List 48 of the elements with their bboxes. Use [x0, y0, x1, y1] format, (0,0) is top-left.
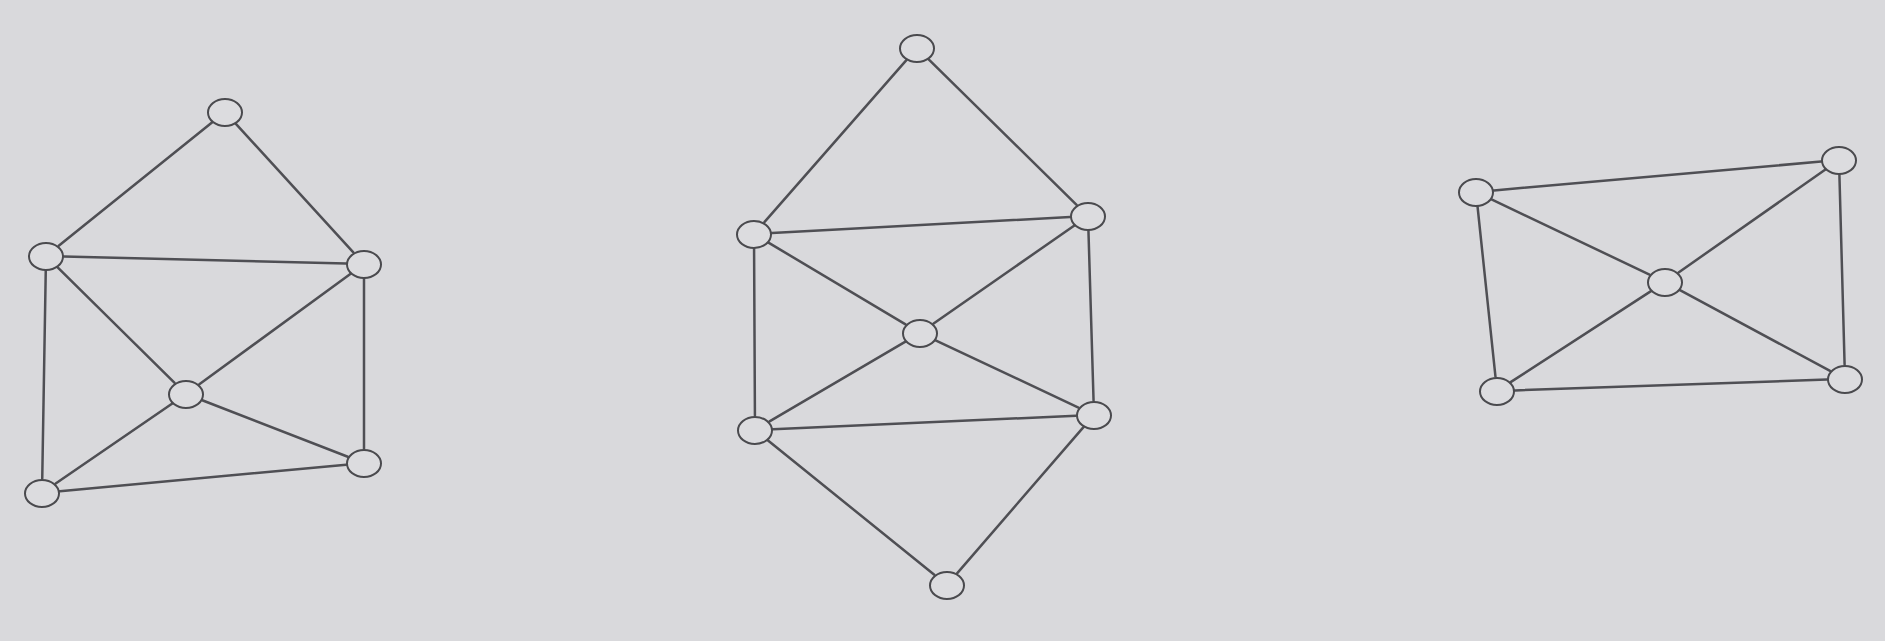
- graph-edge: [767, 241, 907, 326]
- graph-vertex: [168, 379, 204, 409]
- graph-vertex: [1479, 376, 1515, 406]
- graph-edge: [1677, 168, 1827, 274]
- graph-edge: [1087, 229, 1095, 402]
- graph-edge: [763, 58, 908, 224]
- graph-vertex: [1821, 145, 1857, 175]
- graph-edge: [362, 277, 366, 450]
- graph-edge: [200, 399, 350, 458]
- graph-vertex: [1458, 177, 1494, 207]
- graph-vertex: [346, 448, 382, 478]
- graph-edge: [57, 121, 214, 247]
- graph-edge: [58, 463, 348, 493]
- graph-vertex: [902, 318, 938, 348]
- graph-vertex: [24, 478, 60, 508]
- graph-edge: [1678, 288, 1832, 373]
- graph-edge: [768, 340, 907, 423]
- graph-vertex: [737, 415, 773, 445]
- graph-edge: [56, 266, 176, 384]
- graph-edge: [1476, 205, 1497, 378]
- graph-edge: [932, 224, 1076, 325]
- graph-vertex: [1827, 364, 1863, 394]
- graph-vertex: [28, 241, 64, 271]
- graph-edge: [1513, 378, 1829, 392]
- graph-edge: [1490, 198, 1651, 276]
- graph-edge: [956, 425, 1085, 575]
- graph-edge: [927, 57, 1078, 207]
- graph-edge: [54, 402, 174, 485]
- graph-vertex: [929, 570, 965, 600]
- graph-edge: [934, 339, 1080, 409]
- graph-edge: [198, 272, 352, 386]
- graph-vertex: [736, 219, 772, 249]
- graph-edge: [770, 215, 1072, 235]
- graph-vertex: [1647, 267, 1683, 297]
- graph-edge: [752, 247, 757, 417]
- graph-vertex: [346, 249, 382, 279]
- graph-edge: [1492, 160, 1823, 192]
- graph-edge: [1509, 289, 1653, 384]
- graph-edge: [766, 439, 936, 576]
- graph-edge: [234, 122, 355, 254]
- graph-edge: [41, 269, 47, 480]
- graph-edge: [1838, 173, 1846, 366]
- graph-edge: [62, 255, 348, 265]
- graph-vertex: [207, 97, 243, 127]
- graph-vertex: [899, 33, 935, 63]
- graph-edge: [771, 414, 1078, 431]
- graph-vertex: [1070, 201, 1106, 231]
- graph-vertex: [1076, 400, 1112, 430]
